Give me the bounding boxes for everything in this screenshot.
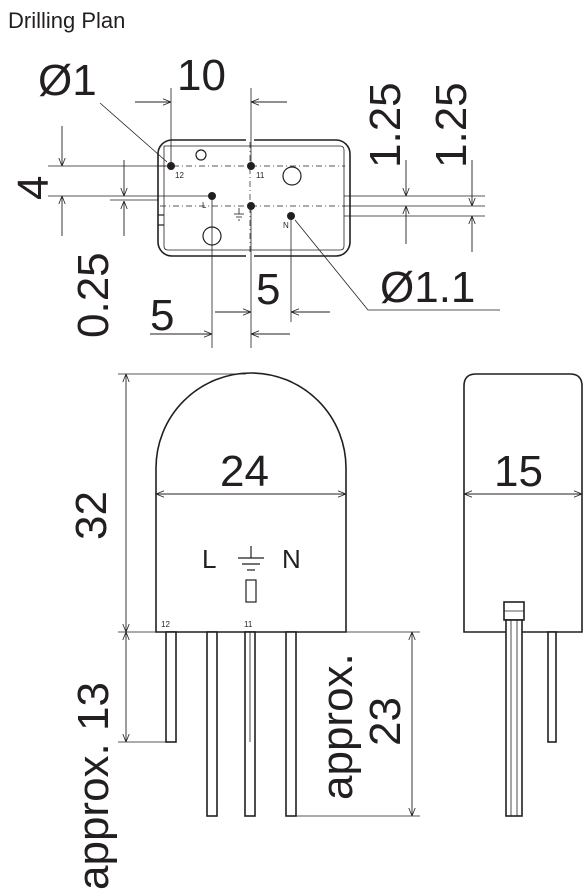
front-view: 12 11 L N 24 32 approx. 13 approx. 23: [67, 372, 420, 890]
dim-pin-long-approx: approx.: [313, 653, 362, 800]
side-pin-group: [505, 619, 523, 817]
drilling-plan: 12 11 L N 10 Ø1 4 0.25 5 5: [9, 51, 500, 348]
pin-L: [206, 631, 218, 817]
drill-pin-label-12: 12: [175, 171, 184, 180]
front-ground-symbol: [238, 546, 264, 571]
pin-hole-ground: [247, 202, 255, 210]
drill-pin-label-11: 11: [256, 171, 265, 180]
mounting-boss-right: [282, 166, 302, 186]
pin-hole-N: [287, 212, 295, 220]
small-boss: [195, 149, 207, 161]
housing-front-outline: [155, 372, 347, 633]
housing-side-outline: [463, 373, 583, 633]
dim-pin-short-approx-13: approx. 13: [69, 682, 118, 890]
dim-offset-0-25: 0.25: [69, 252, 118, 338]
dim-pin-hole-diameter: Ø1: [38, 56, 97, 105]
housing-outline-top: [157, 139, 351, 257]
dim-right-1-25-b: 1.25: [427, 82, 476, 168]
dim-pitch-5-right: 5: [256, 265, 280, 314]
front-pin-label-11: 11: [244, 620, 253, 629]
front-pin-label-12: 12: [161, 620, 170, 629]
dim-pitch-5-left: 5: [150, 291, 174, 340]
ground-symbol: [234, 208, 244, 221]
side-view: 15: [463, 373, 583, 817]
dim-pin-long-23: 23: [361, 697, 410, 746]
dim-depth-15: 15: [494, 447, 543, 496]
dim-height-32: 32: [67, 491, 116, 540]
drill-pin-label-N: N: [283, 221, 289, 230]
front-label-N: N: [282, 544, 301, 574]
front-label-L: L: [202, 544, 216, 574]
housing-inner-rim: [163, 145, 345, 251]
side-pin-12: [547, 631, 557, 743]
dim-height-4: 4: [9, 176, 58, 200]
drawing-title: Drilling Plan: [8, 8, 125, 33]
leader-mount-hole: [294, 219, 500, 311]
fuse-window: [245, 579, 257, 603]
dim-mount-hole-diameter: Ø1.1: [380, 263, 475, 312]
pin-N: [285, 631, 297, 817]
dim-width-24: 24: [220, 447, 269, 496]
drill-pin-label-L: L: [202, 201, 207, 210]
dim-right-1-25-a: 1.25: [361, 82, 410, 168]
leader-pin-hole: [99, 102, 168, 163]
dim-pitch-10: 10: [177, 51, 226, 100]
pin-12: [165, 631, 177, 743]
